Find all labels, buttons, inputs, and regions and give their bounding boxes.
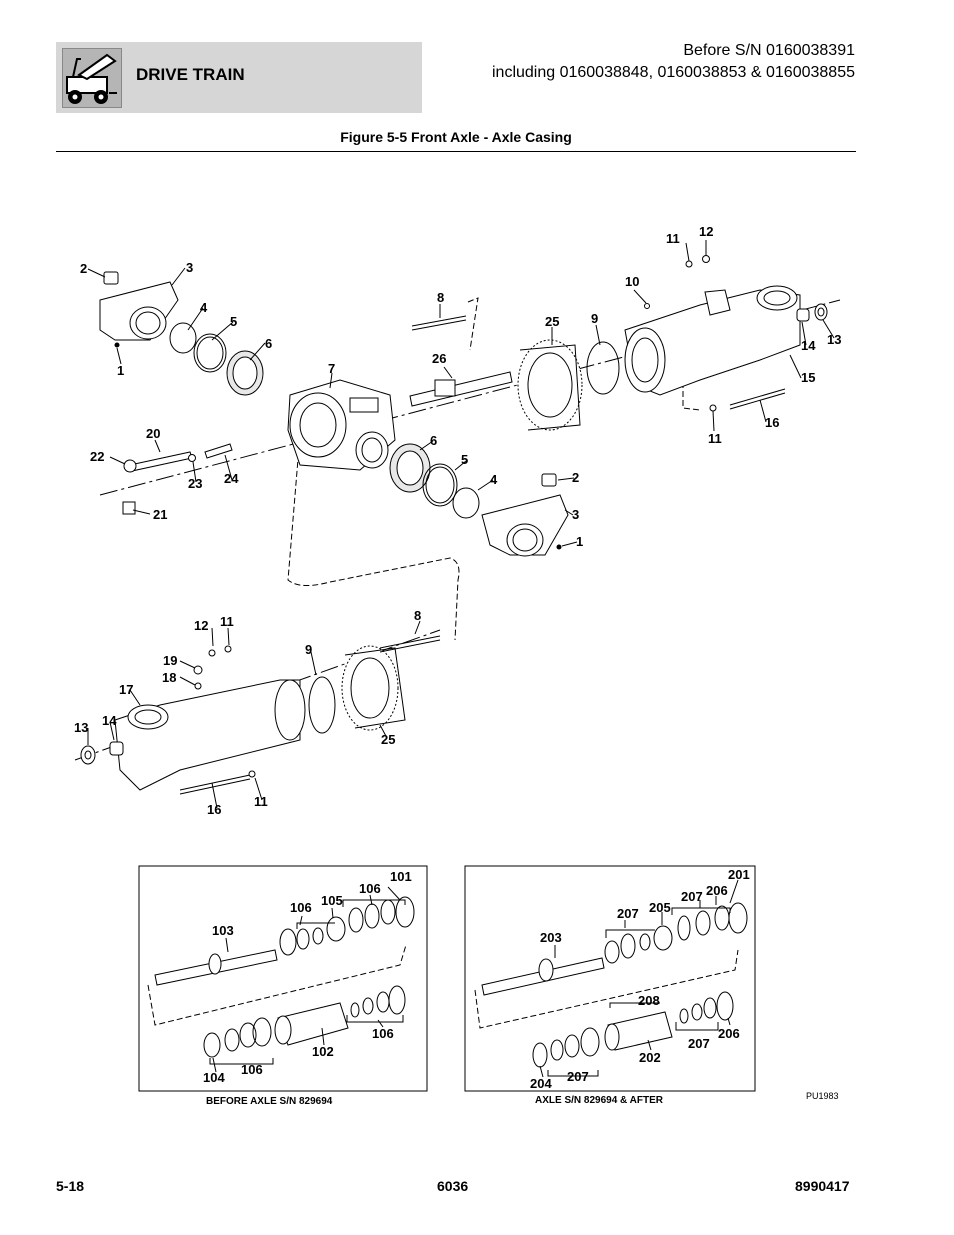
inset-before-box xyxy=(138,865,428,1092)
callout-106: 106 xyxy=(290,900,312,915)
callout-14: 14 xyxy=(102,713,117,728)
callout-25: 25 xyxy=(545,314,559,329)
callout-5: 5 xyxy=(461,452,468,467)
machine-boom-icon xyxy=(62,48,122,108)
callout-8: 8 xyxy=(414,608,421,623)
callout-11: 11 xyxy=(708,431,722,446)
callout-208: 208 xyxy=(638,993,660,1008)
callout-207: 207 xyxy=(567,1069,589,1084)
callout-2: 2 xyxy=(80,261,87,276)
manual-number: 8990417 xyxy=(795,1178,850,1194)
callout-4: 4 xyxy=(490,472,498,487)
callout-1: 1 xyxy=(117,363,124,378)
callout-106: 106 xyxy=(372,1026,394,1041)
callout-201: 201 xyxy=(728,867,750,882)
callout-24: 24 xyxy=(224,471,239,486)
callout-206: 206 xyxy=(706,883,728,898)
callout-204: 204 xyxy=(530,1076,552,1091)
callout-2: 2 xyxy=(572,470,579,485)
inset-right-caption: AXLE S/N 829694 & AFTER xyxy=(535,1095,664,1106)
callout-106: 106 xyxy=(241,1062,263,1077)
section-title: DRIVE TRAIN xyxy=(136,65,245,84)
inset-left-caption: BEFORE AXLE S/N 829694 xyxy=(206,1096,333,1107)
drawing-code: PU1983 xyxy=(806,1091,839,1101)
callout-12: 12 xyxy=(194,618,208,633)
callout-16: 16 xyxy=(765,415,779,430)
callout-13: 13 xyxy=(827,332,841,347)
callout-203: 203 xyxy=(540,930,562,945)
callout-16: 16 xyxy=(207,802,221,817)
inset-after-box xyxy=(464,865,756,1092)
callout-20: 20 xyxy=(146,426,160,441)
callout-9: 9 xyxy=(591,311,598,326)
callout-4: 4 xyxy=(200,300,208,315)
callout-1: 1 xyxy=(576,534,583,549)
callout-8: 8 xyxy=(437,290,444,305)
callout-101: 101 xyxy=(390,869,412,884)
callout-103: 103 xyxy=(212,923,234,938)
callout-7: 7 xyxy=(328,361,335,376)
callout-102: 102 xyxy=(312,1044,334,1059)
callout-207: 207 xyxy=(681,889,703,904)
callout-10: 10 xyxy=(625,274,639,289)
callout-6: 6 xyxy=(265,336,272,351)
callout-5: 5 xyxy=(230,314,237,329)
callout-11: 11 xyxy=(666,231,680,246)
callout-14: 14 xyxy=(801,338,816,353)
serial-range-line-2: including 0160038848, 0160038853 & 01600… xyxy=(491,64,855,81)
callout-17: 17 xyxy=(119,682,133,697)
callout-205: 205 xyxy=(649,900,671,915)
callout-206: 206 xyxy=(718,1026,740,1041)
callout-202: 202 xyxy=(639,1050,661,1065)
callout-3: 3 xyxy=(572,507,579,522)
callout-3: 3 xyxy=(186,260,193,275)
section-header: DRIVE TRAIN xyxy=(56,42,422,113)
page-number: 5-18 xyxy=(56,1178,85,1194)
model-number: 6036 xyxy=(437,1178,469,1194)
callout-19: 19 xyxy=(163,653,177,668)
figure-title: Figure 5-5 Front Axle - Axle Casing xyxy=(340,129,572,145)
callout-11: 11 xyxy=(220,614,234,629)
callout-22: 22 xyxy=(90,449,104,464)
callout-9: 9 xyxy=(305,642,312,657)
callout-11: 11 xyxy=(254,794,268,809)
callout-104: 104 xyxy=(203,1070,225,1085)
callout-6: 6 xyxy=(430,433,437,448)
callout-18: 18 xyxy=(162,670,176,685)
callout-207: 207 xyxy=(688,1036,710,1051)
callout-15: 15 xyxy=(801,370,815,385)
callout-21: 21 xyxy=(153,507,167,522)
header-rule xyxy=(56,151,856,152)
callout-12: 12 xyxy=(699,224,713,239)
serial-range-line-1: Before S/N 0160038391 xyxy=(683,42,855,59)
callout-207: 207 xyxy=(617,906,639,921)
callout-13: 13 xyxy=(74,720,88,735)
callout-25: 25 xyxy=(381,732,395,747)
callout-23: 23 xyxy=(188,476,202,491)
callout-106: 106 xyxy=(359,881,381,896)
callout-26: 26 xyxy=(432,351,446,366)
callout-105: 105 xyxy=(321,893,343,908)
